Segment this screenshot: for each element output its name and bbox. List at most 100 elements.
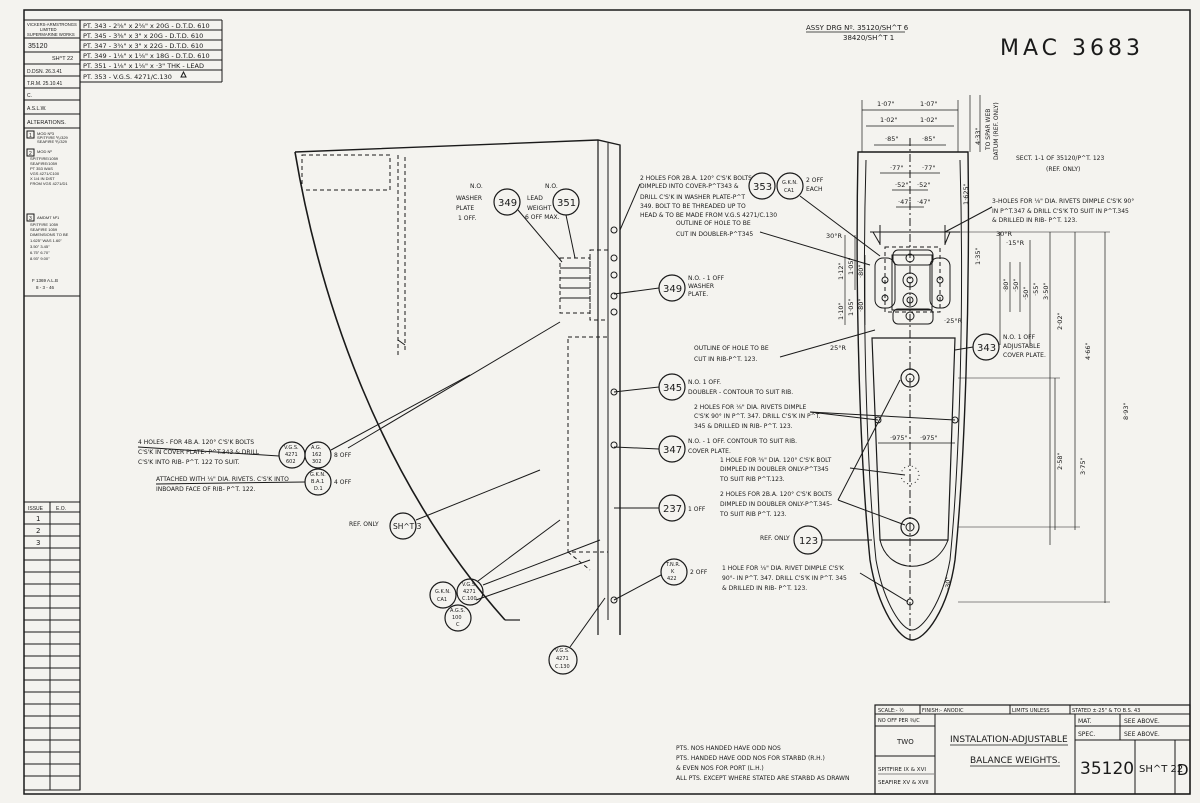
holes-2ba-note: 2 HOLES FOR 2B.A. 120° C'S'K BOLTS DIMPL… bbox=[719, 491, 832, 518]
left-info-strip: VICKERS-ARMSTRONGS LIMITED SUPERMARINE W… bbox=[23, 19, 81, 791]
balloon-vgs-4271-c130: V.G.S. 4271 C.130 bbox=[548, 645, 578, 675]
washer-349-note: N.O. - 1 OFF WASHER PLATE. bbox=[688, 275, 725, 298]
assy-ref-2: 38420/SH^T 1 bbox=[843, 34, 894, 42]
svg-text:DOUBLER - CONTOUR TO SUIT RIB.: DOUBLER - CONTOUR TO SUIT RIB. bbox=[688, 389, 793, 396]
balloon-351: 351 bbox=[552, 188, 580, 216]
svg-text:G.K.N.: G.K.N. bbox=[782, 180, 798, 186]
svg-text:PT 353 WAS: PT 353 WAS bbox=[30, 166, 53, 171]
svg-text:349: 349 bbox=[498, 198, 517, 209]
svg-text:V.G.S.: V.G.S. bbox=[284, 445, 299, 451]
balloon-347: 347 bbox=[658, 435, 686, 463]
svg-text:N.O. 1 OFF.: N.O. 1 OFF. bbox=[688, 379, 721, 386]
svg-text:1·05": 1·05" bbox=[847, 258, 855, 275]
svg-text:ATTACHED WITH ⅛" DIA. RIVETS.: ATTACHED WITH ⅛" DIA. RIVETS. C'S'K INTO bbox=[156, 476, 289, 483]
issue-grid bbox=[24, 523, 80, 777]
svg-text:1·05": 1·05" bbox=[847, 299, 855, 316]
svg-text:1·625": 1·625" bbox=[962, 183, 970, 205]
balloon-vgs-4271-602: V.G.S. 4271 602 bbox=[278, 441, 306, 469]
svg-text:N.O. - 1 OFF. CONTOUR TO SUIT: N.O. - 1 OFF. CONTOUR TO SUIT RIB. bbox=[688, 438, 797, 445]
svg-text:SH^T 3: SH^T 3 bbox=[393, 522, 422, 531]
balloon-349: 349 bbox=[493, 188, 521, 216]
svg-text:343: 343 bbox=[977, 343, 996, 354]
svg-text:SEAFIRE ⅕/329: SEAFIRE ⅕/329 bbox=[37, 139, 68, 144]
assy-ref-1: ASSY DRG Nº. 35120/SH^T 6 bbox=[806, 24, 909, 32]
ref-only-sh3-label: REF. ONLY bbox=[349, 521, 379, 528]
company-line-3: SUPERMARINE WORKS bbox=[27, 32, 75, 37]
svg-text:A.G.: A.G. bbox=[311, 445, 322, 451]
svg-text:8·93": 8·93" bbox=[1122, 403, 1130, 420]
svg-text:OUTLINE OF HOLE TO BE: OUTLINE OF HOLE TO BE bbox=[694, 345, 769, 352]
svg-text:123: 123 bbox=[799, 536, 818, 547]
svg-text:·80": ·80" bbox=[857, 299, 865, 312]
svg-text:C.130: C.130 bbox=[555, 664, 570, 670]
svg-text:1: 1 bbox=[29, 133, 32, 139]
svg-text:2 HOLES FOR ⅛" DIA. RIVETS DIM: 2 HOLES FOR ⅛" DIA. RIVETS DIMPLE bbox=[694, 404, 806, 411]
svg-text:V.G.S.: V.G.S. bbox=[555, 648, 570, 654]
svg-text:1·07": 1·07" bbox=[920, 100, 937, 108]
balloon-123: 123 bbox=[793, 525, 823, 555]
tb-scale: SCALE:- ½ bbox=[878, 707, 904, 714]
n343-note: N.O. 1 OFF ADJUSTABLE COVER PLATE. bbox=[1003, 334, 1046, 359]
svg-text:N.O. - 1 OFF: N.O. - 1 OFF bbox=[688, 275, 725, 282]
balloon-237: 237 bbox=[658, 494, 686, 522]
svg-text:PTS. HANDED HAVE ODD NOS FOR S: PTS. HANDED HAVE ODD NOS FOR STARBD (R.H… bbox=[676, 755, 825, 762]
svg-text:CUT IN RIB-P^T. 123.: CUT IN RIB-P^T. 123. bbox=[694, 356, 757, 363]
svg-text:T.N.R.: T.N.R. bbox=[665, 562, 681, 568]
outline-rib-note: OUTLINE OF HOLE TO BE CUT IN RIB-P^T. 12… bbox=[694, 345, 769, 363]
svg-text:& DRILLED IN RIB- P^T. 123.: & DRILLED IN RIB- P^T. 123. bbox=[722, 585, 807, 592]
svg-text:1·02": 1·02" bbox=[920, 116, 937, 124]
svg-text:2·58": 2·58" bbox=[1056, 453, 1064, 470]
svg-text:·80": ·80" bbox=[1002, 279, 1010, 292]
tb-no-off: TWO bbox=[896, 738, 914, 746]
svg-text:DRILL C'S'K IN WASHER PLATE-P^: DRILL C'S'K IN WASHER PLATE-P^T bbox=[640, 194, 745, 201]
svg-text:TO SUIT RIB P^T.123.: TO SUIT RIB P^T.123. bbox=[719, 476, 785, 483]
svg-text:162: 162 bbox=[312, 452, 322, 458]
svg-text:DIMPLED INTO COVER-P^T343 &: DIMPLED INTO COVER-P^T343 & bbox=[640, 183, 739, 190]
svg-text:MOD Nº3: MOD Nº3 bbox=[37, 131, 55, 136]
balloon-345: 345 bbox=[658, 373, 686, 401]
issue-label: ISSUE bbox=[28, 506, 44, 512]
svg-text:1·35": 1·35" bbox=[974, 248, 982, 265]
tb-finish: FINISH:- ANODIC bbox=[922, 708, 964, 714]
svg-text:100: 100 bbox=[452, 615, 462, 621]
four-off: 4 OFF bbox=[334, 479, 352, 486]
svg-text:C'S'K INTO RIB- P^T. 122 TO SU: C'S'K INTO RIB- P^T. 122 TO SUIT. bbox=[138, 459, 240, 466]
svg-text:AMDMT Nº1: AMDMT Nº1 bbox=[37, 215, 60, 220]
svg-text:INBOARD FACE OF RIB- P^T. 122.: INBOARD FACE OF RIB- P^T. 122. bbox=[156, 486, 256, 493]
n237-qty: 1 OFF bbox=[688, 506, 706, 513]
balloon-gkn-ba1-d1: G.K.N. B.A.1 D.1 bbox=[304, 468, 332, 496]
svg-text:B.A.1: B.A.1 bbox=[311, 479, 324, 485]
n353-qty-1: 2 OFF bbox=[806, 177, 824, 184]
svg-text:·52": ·52" bbox=[917, 181, 930, 189]
svg-text:SECT. 1-1 OF 35120/P^T. 123: SECT. 1-1 OF 35120/P^T. 123 bbox=[1016, 155, 1105, 162]
svg-text:4271: 4271 bbox=[556, 656, 569, 662]
svg-text:·85": ·85" bbox=[885, 135, 898, 143]
svg-text:6 OFF MAX.: 6 OFF MAX. bbox=[525, 214, 560, 221]
svg-text:HEAD & TO BE MADE FROM V.G.S 4: HEAD & TO BE MADE FROM V.G.S 4271/C.130 bbox=[640, 212, 777, 219]
svg-text:·77": ·77" bbox=[890, 164, 903, 172]
tb-issue-letter: D bbox=[1177, 761, 1189, 779]
company-line-2: LIMITED bbox=[40, 27, 57, 32]
tnr-qty: 2 OFF bbox=[690, 569, 708, 576]
part-349: PT. 349 - 1⅛" x 1⅛" x 18G - D.T.D. 610 bbox=[83, 52, 210, 60]
sheet-border bbox=[23, 9, 1191, 795]
svg-text:ADJUSTABLE: ADJUSTABLE bbox=[1003, 343, 1040, 350]
svg-text:N.O.: N.O. bbox=[470, 183, 483, 190]
left-holes-note: 4 HOLES - FOR 4B.A. 120° C'S'K BOLTS C'S… bbox=[138, 439, 260, 466]
svg-text:·30": ·30" bbox=[944, 577, 952, 590]
svg-text:·975": ·975" bbox=[920, 434, 937, 442]
svg-text:·47": ·47" bbox=[917, 198, 930, 206]
svg-text:IN P^T.347 & DRILL C'S'K TO SU: IN P^T.347 & DRILL C'S'K TO SUIT IN P^T.… bbox=[992, 208, 1129, 215]
balloon-sh3: SH^T 3 bbox=[389, 512, 422, 540]
balloon-gkn-ca1-a: G.K.N. CA1 bbox=[429, 581, 457, 609]
dimensions: 1·07" 1·07" 1·02" 1·02" ·85" ·85" ·77" ·… bbox=[826, 95, 1130, 603]
svg-text:TO SUIT RIB P^T. 123.: TO SUIT RIB P^T. 123. bbox=[719, 511, 787, 518]
issue-1: 1 bbox=[36, 515, 40, 523]
alterations-title: ALTERATIONS. bbox=[27, 120, 66, 126]
svg-text:SPITFIRE 1059: SPITFIRE 1059 bbox=[30, 222, 59, 227]
tb-no-off-label: NO OFF PER ⅜/C bbox=[878, 718, 920, 724]
svg-text:4·33": 4·33" bbox=[974, 128, 982, 145]
svg-text:FROM VGS 4271/D1: FROM VGS 4271/D1 bbox=[30, 181, 68, 186]
svg-text:·52": ·52" bbox=[895, 181, 908, 189]
alteration-2: 2 MOD Nº SPITFIRE/1059 SEAFIRE/1059 PT 3… bbox=[26, 148, 68, 186]
